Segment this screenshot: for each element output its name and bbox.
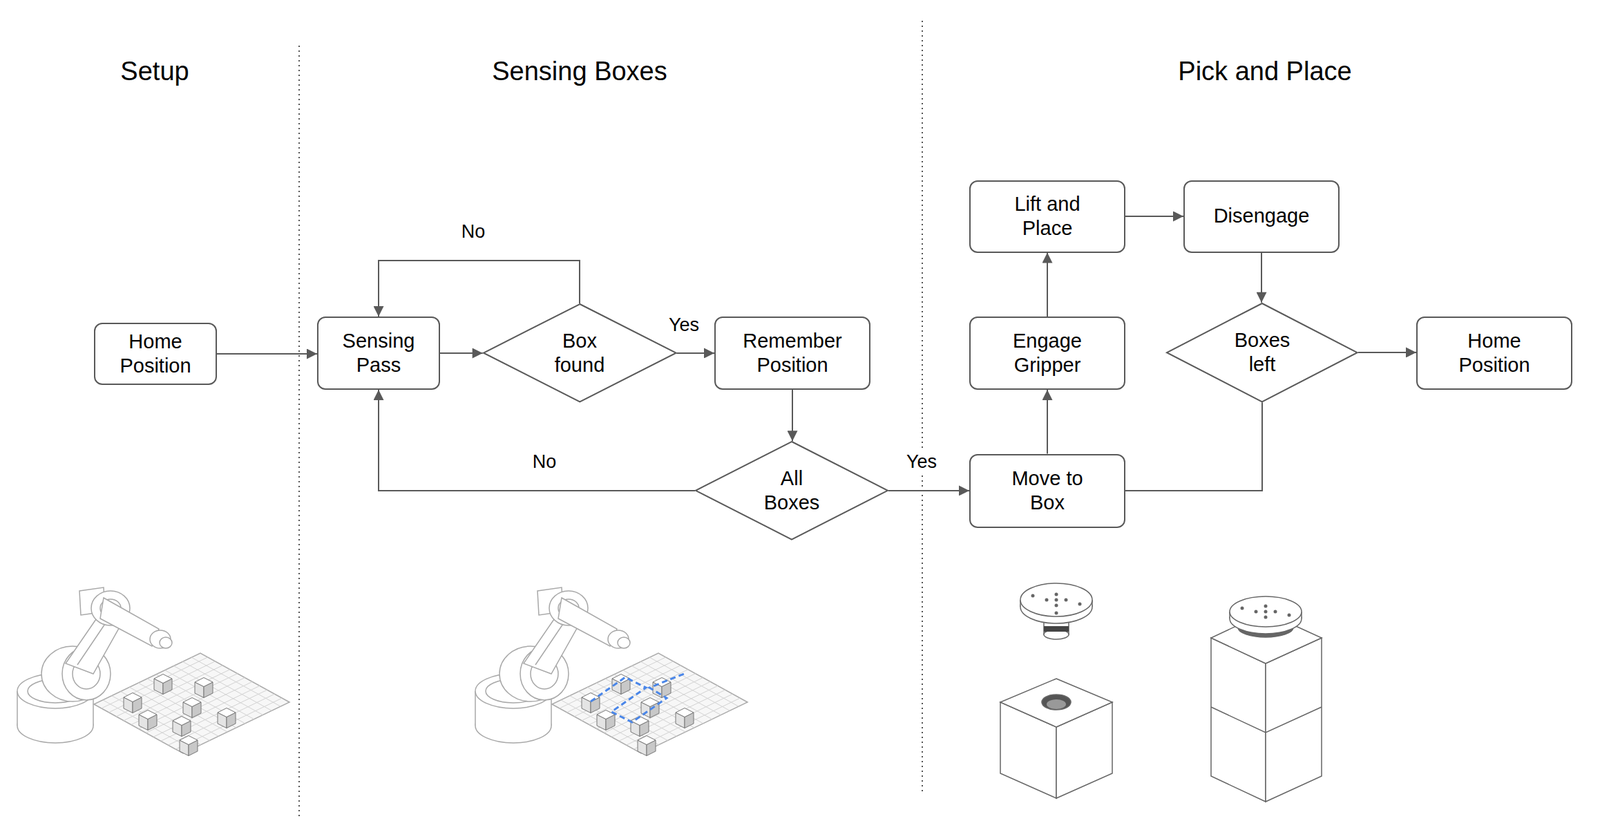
flow-connector [1125,215,1184,217]
process-box: Home Position [1416,316,1573,390]
sensing-path [590,673,684,722]
node-label: Home Position [103,329,208,379]
diamond-outline [1166,302,1359,403]
divider-line [298,45,300,817]
node-label: Engage Gripper [995,328,1100,378]
flow-connector [440,352,483,354]
process-box: Remember Position [714,316,871,390]
box-set [123,674,236,756]
box-cube [179,735,198,756]
flow-connector [1125,402,1263,491]
flow-connector [216,353,318,355]
flow-connector [1358,351,1417,354]
grid-line [102,699,193,749]
flow-connector [676,352,715,354]
flow-connector [1046,252,1049,318]
diamond-shape [1166,303,1358,402]
node-label: Remember Position [740,328,845,378]
diamond-outline [482,303,678,403]
divider-line [921,20,923,792]
node-label: Lift and Place [995,192,1100,242]
section-heading: Pick and Place [1177,56,1352,87]
grid-line [182,661,272,711]
node-label: Disengage [1213,203,1310,228]
process-box: Move to Box [969,453,1126,528]
robot-scene [17,587,290,756]
stacked-boxes [1211,596,1322,802]
node-label: Boxes left [1227,328,1297,378]
grid-line [175,697,282,749]
process-box: Disengage [1183,180,1340,253]
box-cube [154,674,173,695]
decision-diamond: Box found [482,303,678,403]
edge-label: No [529,450,560,474]
flow-connector [1260,252,1263,303]
grid-line [168,693,275,745]
box-cube [138,710,157,731]
decision-diamond: Boxes left [1166,302,1359,403]
grid-line [160,689,268,741]
node-label: Sensing Pass [326,328,431,378]
node-label: Home Position [1442,328,1547,378]
gripper-approach [1000,583,1113,798]
flow-connector [791,389,794,441]
edge-label: Yes [903,450,940,474]
process-box: Lift and Place [969,180,1126,253]
node-label: Box found [545,328,615,378]
box-cube [194,677,213,698]
decision-diamond: All Boxes [694,440,889,541]
edge-label: Yes [665,313,702,337]
box-cube [123,692,142,713]
node-label: All Boxes [757,466,827,516]
work-platform [93,652,290,754]
robot-scene-sensing [475,587,748,756]
diamond-shape [695,441,888,540]
diamond-shape [483,303,677,402]
box-cube [172,716,191,737]
box-cube [217,708,236,729]
platform-outline [93,652,290,754]
section-heading: Setup [120,56,189,87]
robot-arm [17,587,173,743]
process-box: Sensing Pass [317,316,441,390]
flow-connector [378,389,695,491]
grid-line [191,656,281,707]
diamond-outline [694,440,889,541]
node-label: Move to Box [995,466,1100,516]
section-heading: Sensing Boxes [491,56,668,87]
process-box: Engage Gripper [969,316,1126,390]
process-box: Home Position [93,322,217,386]
flow-connector [888,489,970,492]
edge-label: No [458,220,489,244]
section-dividers [299,20,923,817]
flow-connector [1046,389,1049,454]
flow-connector [378,260,580,317]
box-cube [183,697,202,718]
